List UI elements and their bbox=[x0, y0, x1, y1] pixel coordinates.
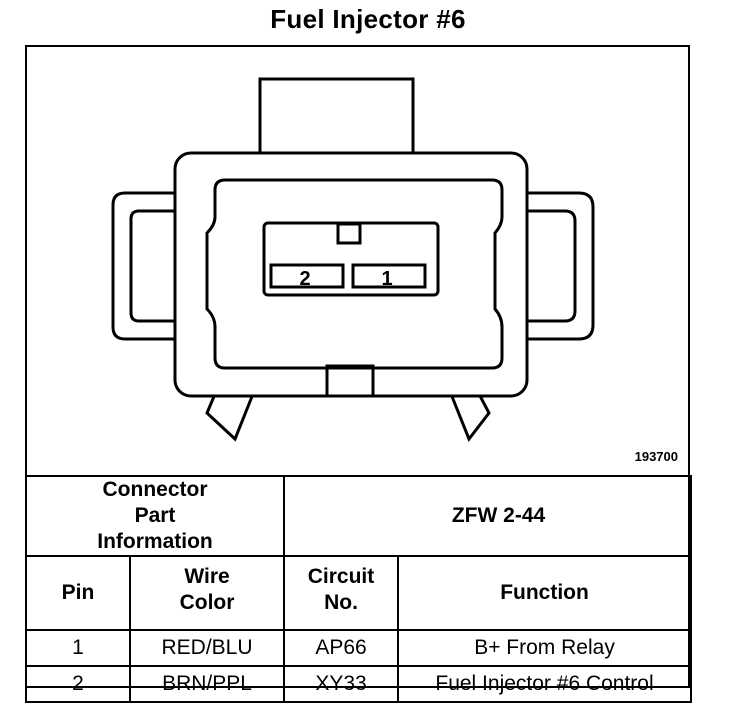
cell-circuit: AP66 bbox=[283, 629, 400, 667]
top-latch bbox=[258, 77, 415, 156]
connector-diagram: 2 1 bbox=[111, 77, 595, 443]
connector-info-label: Connector Part Information bbox=[24, 475, 286, 557]
pinout-table: Connector Part Information ZFW 2-44 Pin … bbox=[24, 475, 693, 703]
header-function: Function bbox=[397, 555, 693, 631]
release-tab bbox=[325, 364, 375, 398]
cell-function: Fuel Injector #6 Control bbox=[397, 665, 693, 703]
page-title: Fuel Injector #6 bbox=[270, 4, 466, 34]
pin-1-label: 1 bbox=[381, 268, 392, 290]
left-side-clip-inner bbox=[129, 209, 175, 323]
cell-pin: 1 bbox=[25, 629, 131, 667]
right-side-clip bbox=[527, 191, 595, 341]
pin-2-label: 2 bbox=[299, 268, 310, 290]
connector-info-value: ZFW 2-44 bbox=[283, 475, 693, 557]
header-wire-color: Wire Color bbox=[128, 555, 286, 631]
pin-2-slot bbox=[269, 263, 345, 289]
cell-wire-color: BRN/PPL bbox=[128, 665, 286, 703]
cell-circuit: XY33 bbox=[283, 665, 400, 703]
table-header-row: Pin Wire Color Circuit No. Function bbox=[25, 555, 693, 631]
left-leg bbox=[205, 393, 255, 442]
connector-body bbox=[173, 151, 529, 398]
connector-info-row: Connector Part Information ZFW 2-44 bbox=[24, 475, 693, 557]
left-side-clip bbox=[111, 191, 175, 341]
cell-pin: 2 bbox=[25, 665, 131, 703]
key-notch bbox=[336, 222, 362, 245]
right-side-clip-inner bbox=[527, 209, 577, 323]
table-row: 2 BRN/PPL XY33 Fuel Injector #6 Control bbox=[25, 665, 693, 703]
connector-frame: 2 1 193700 Connector Part Information ZF… bbox=[24, 45, 693, 703]
connector-shroud bbox=[205, 178, 504, 370]
right-leg bbox=[449, 393, 491, 443]
cell-wire-color: RED/BLU bbox=[128, 629, 286, 667]
header-pin: Pin bbox=[25, 555, 131, 631]
diagram-part-number: 193700 bbox=[634, 449, 678, 464]
cell-function: B+ From Relay bbox=[397, 629, 693, 667]
pin-1-slot bbox=[351, 263, 427, 289]
table-row: 1 RED/BLU AP66 B+ From Relay bbox=[25, 629, 693, 667]
header-circuit: Circuit No. bbox=[283, 555, 400, 631]
